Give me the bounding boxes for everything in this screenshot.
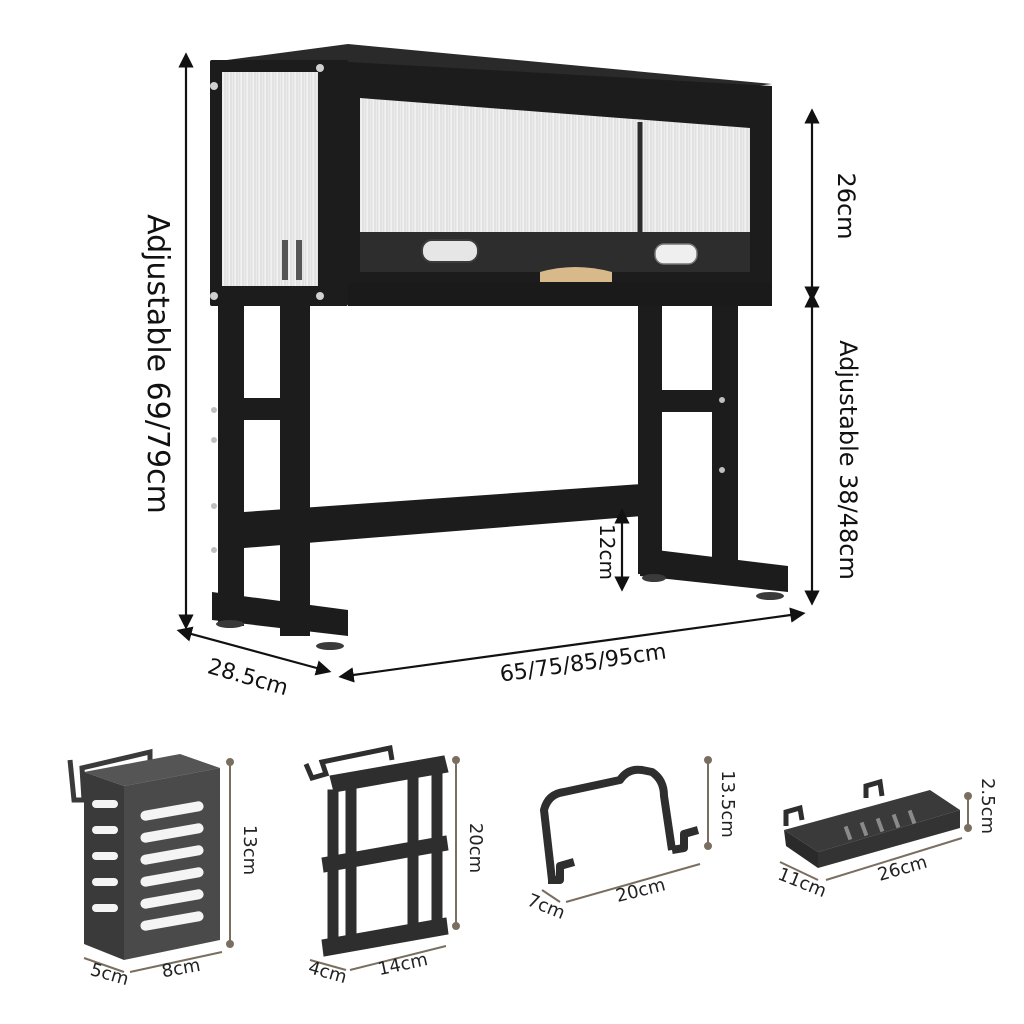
utensil-holder-dims — [83, 758, 234, 973]
dimension-lines — [176, 52, 820, 683]
soap-tray — [783, 778, 960, 868]
width-label: 65/75/85/95cm — [498, 640, 668, 688]
hook-rail-depth: 7cm — [524, 890, 568, 924]
soap-tray-depth: 11cm — [775, 864, 830, 902]
total-height-label: Adjustable 69/79cm — [140, 214, 175, 514]
hook-rail-height: 13.5cm — [717, 770, 738, 838]
leg-height-label: Adjustable 38/48cm — [834, 340, 862, 580]
cutting-board-rack-dims — [309, 756, 460, 971]
cutting-board-rack-width: 14cm — [376, 949, 430, 980]
utensil-holder-height: 13cm — [239, 825, 260, 875]
cutting-board-rack-height: 20cm — [465, 823, 486, 873]
hook-rail-width: 20cm — [614, 874, 668, 907]
cabinet-height-label: 26cm — [832, 172, 860, 239]
rack-legs — [212, 306, 788, 636]
utensil-holder — [67, 748, 220, 960]
soap-tray-dims — [779, 792, 972, 881]
cabinet — [210, 44, 772, 306]
adjustment-holes — [211, 397, 725, 553]
hook-rail — [540, 765, 700, 884]
over-sink-rack — [210, 44, 788, 650]
hook-rail-dims — [541, 756, 712, 903]
cutting-board-rack-depth: 4cm — [306, 957, 349, 988]
depth-label: 28.5cm — [205, 654, 291, 701]
soap-tray-width: 26cm — [875, 852, 929, 886]
utensil-holder-depth: 5cm — [88, 959, 131, 990]
cutting-board-rack — [303, 745, 449, 957]
utensil-holder-width: 8cm — [160, 955, 202, 982]
soap-tray-height: 2.5cm — [977, 778, 998, 834]
crossbar-clearance-label: 12cm — [595, 524, 619, 580]
